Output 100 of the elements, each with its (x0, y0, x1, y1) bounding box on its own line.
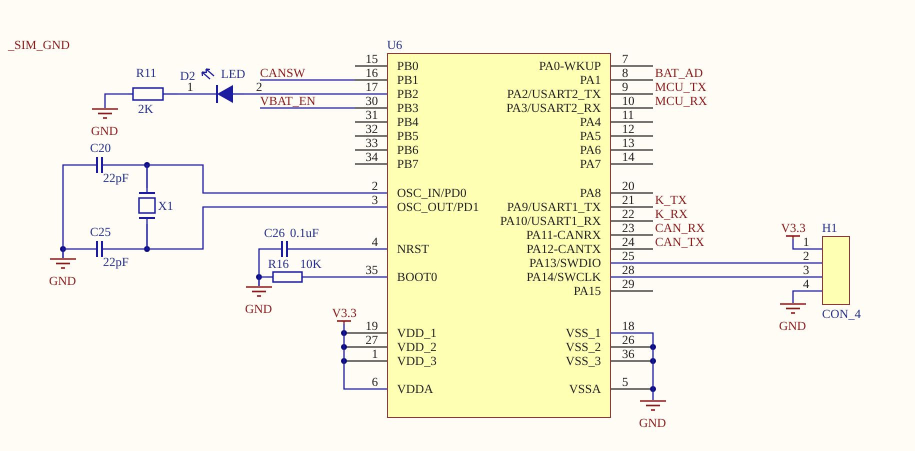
wire (146, 206, 387, 250)
wire (792, 239, 822, 250)
wire (343, 324, 387, 390)
pin-number: 4 (372, 235, 378, 249)
pin-name: PA0-WKUP (538, 59, 601, 73)
pin-number: 15 (366, 52, 378, 66)
pin-number: 3 (803, 263, 810, 277)
pin-name: PA5 (580, 129, 601, 143)
pin-number: 11 (622, 108, 634, 122)
net-label: MCU_TX (655, 80, 706, 94)
net-label: MCU_RX (655, 94, 708, 108)
wire (104, 93, 128, 108)
pin-name: BOOT0 (397, 270, 438, 284)
net-label: BAT_AD (655, 66, 703, 80)
pin-name: VDD_2 (397, 340, 437, 354)
wire (322, 276, 387, 278)
pin-number: 25 (622, 249, 634, 263)
component-value: 22pF (103, 255, 129, 269)
pin-number: 1 (187, 80, 194, 94)
pin-name: VSSA (569, 382, 601, 396)
pin-number: 5 (622, 375, 628, 389)
wire (611, 262, 822, 264)
component-designator: C26 (264, 226, 285, 240)
pin-number: 34 (366, 150, 378, 164)
power-label: V3.3 (781, 221, 806, 235)
component-designator: C20 (90, 141, 111, 155)
ground-label: GND (779, 319, 806, 333)
component-designator: X1 (158, 199, 174, 213)
pin-name: PB3 (397, 101, 419, 115)
component-designator: R16 (268, 257, 289, 271)
pin-name: VSS_2 (566, 340, 601, 354)
pin-number: 13 (622, 136, 634, 150)
pin-name: VDD_1 (397, 326, 437, 340)
wire (322, 248, 387, 250)
pin-name: PB6 (397, 143, 419, 157)
pin-name: PB0 (397, 59, 419, 73)
net-label: CAN_RX (655, 221, 706, 235)
pin-number: 36 (622, 347, 634, 361)
component-value: 22pF (103, 171, 129, 185)
pin-number: 33 (366, 136, 378, 150)
wire (258, 276, 266, 286)
wire (792, 290, 822, 303)
net-label: K_RX (655, 207, 688, 221)
component-value: 2K (138, 102, 154, 116)
pin-number: 7 (622, 52, 628, 66)
pin-number: 8 (622, 66, 628, 80)
pin-number: 19 (366, 319, 378, 333)
pin-name: PA9/USART1_TX (507, 200, 601, 214)
pin-name: OSC_OUT/PD1 (397, 200, 479, 214)
pin-number: 23 (622, 221, 634, 235)
ground-label: GND (49, 274, 76, 288)
pin-number: 17 (366, 80, 378, 94)
pin-name: VDDA (397, 382, 434, 396)
pin-number: 2 (372, 179, 378, 193)
pin-name: PA8 (580, 186, 601, 200)
component-value: 10K (300, 257, 322, 271)
component-designator: R11 (136, 66, 156, 80)
pin-name: PA1 (580, 73, 601, 87)
pin-name: PA3/USART2_RX (506, 101, 601, 115)
pin-name: PA13/SWDIO (529, 256, 601, 270)
pin-number: 30 (366, 94, 378, 108)
pin-number: 1 (372, 347, 378, 361)
wire (62, 248, 80, 258)
pin-name: PA14/SWCLK (526, 270, 601, 284)
pin-number: 9 (622, 80, 628, 94)
net-label: _SIM_GND (8, 38, 70, 52)
pin-number: 4 (803, 277, 810, 291)
wire (611, 276, 822, 278)
pin-name: PB5 (397, 129, 419, 143)
pin-name: PA2/USART2_TX (507, 87, 601, 101)
pin-name: PA7 (580, 157, 601, 171)
pin-number: 32 (366, 122, 378, 136)
pin-name: PB2 (397, 87, 419, 101)
pin-number: 27 (366, 333, 378, 347)
net-label: VBAT_EN (260, 94, 316, 108)
wire (146, 164, 387, 194)
wire (244, 93, 387, 95)
pin-number: 28 (622, 263, 634, 277)
component-designator: U6 (387, 38, 402, 52)
pin-name: PB4 (397, 115, 419, 129)
pin-number: 10 (622, 94, 634, 108)
pin-number: 31 (366, 108, 378, 122)
ground-label: GND (639, 416, 666, 430)
pin-number: 35 (366, 263, 378, 277)
component-value: LED (221, 67, 246, 81)
pin-name: PA6 (580, 143, 601, 157)
pin-number: 6 (372, 375, 378, 389)
pin-number: 1 (803, 235, 810, 249)
pin-name: PA11-CANRX (526, 228, 601, 242)
pin-name: NRST (397, 242, 429, 256)
pin-name: PB1 (397, 73, 419, 87)
pin-number: 12 (622, 122, 634, 136)
pin-number: 24 (622, 235, 634, 249)
pin-name: PA4 (580, 115, 601, 129)
component-value: CON_4 (822, 307, 861, 321)
pin-name: PA10/USART1_RX (500, 214, 601, 228)
pin-number: 21 (622, 193, 634, 207)
wire (611, 332, 654, 400)
pin-number: 16 (366, 66, 378, 80)
power-label: V3.3 (332, 306, 357, 320)
